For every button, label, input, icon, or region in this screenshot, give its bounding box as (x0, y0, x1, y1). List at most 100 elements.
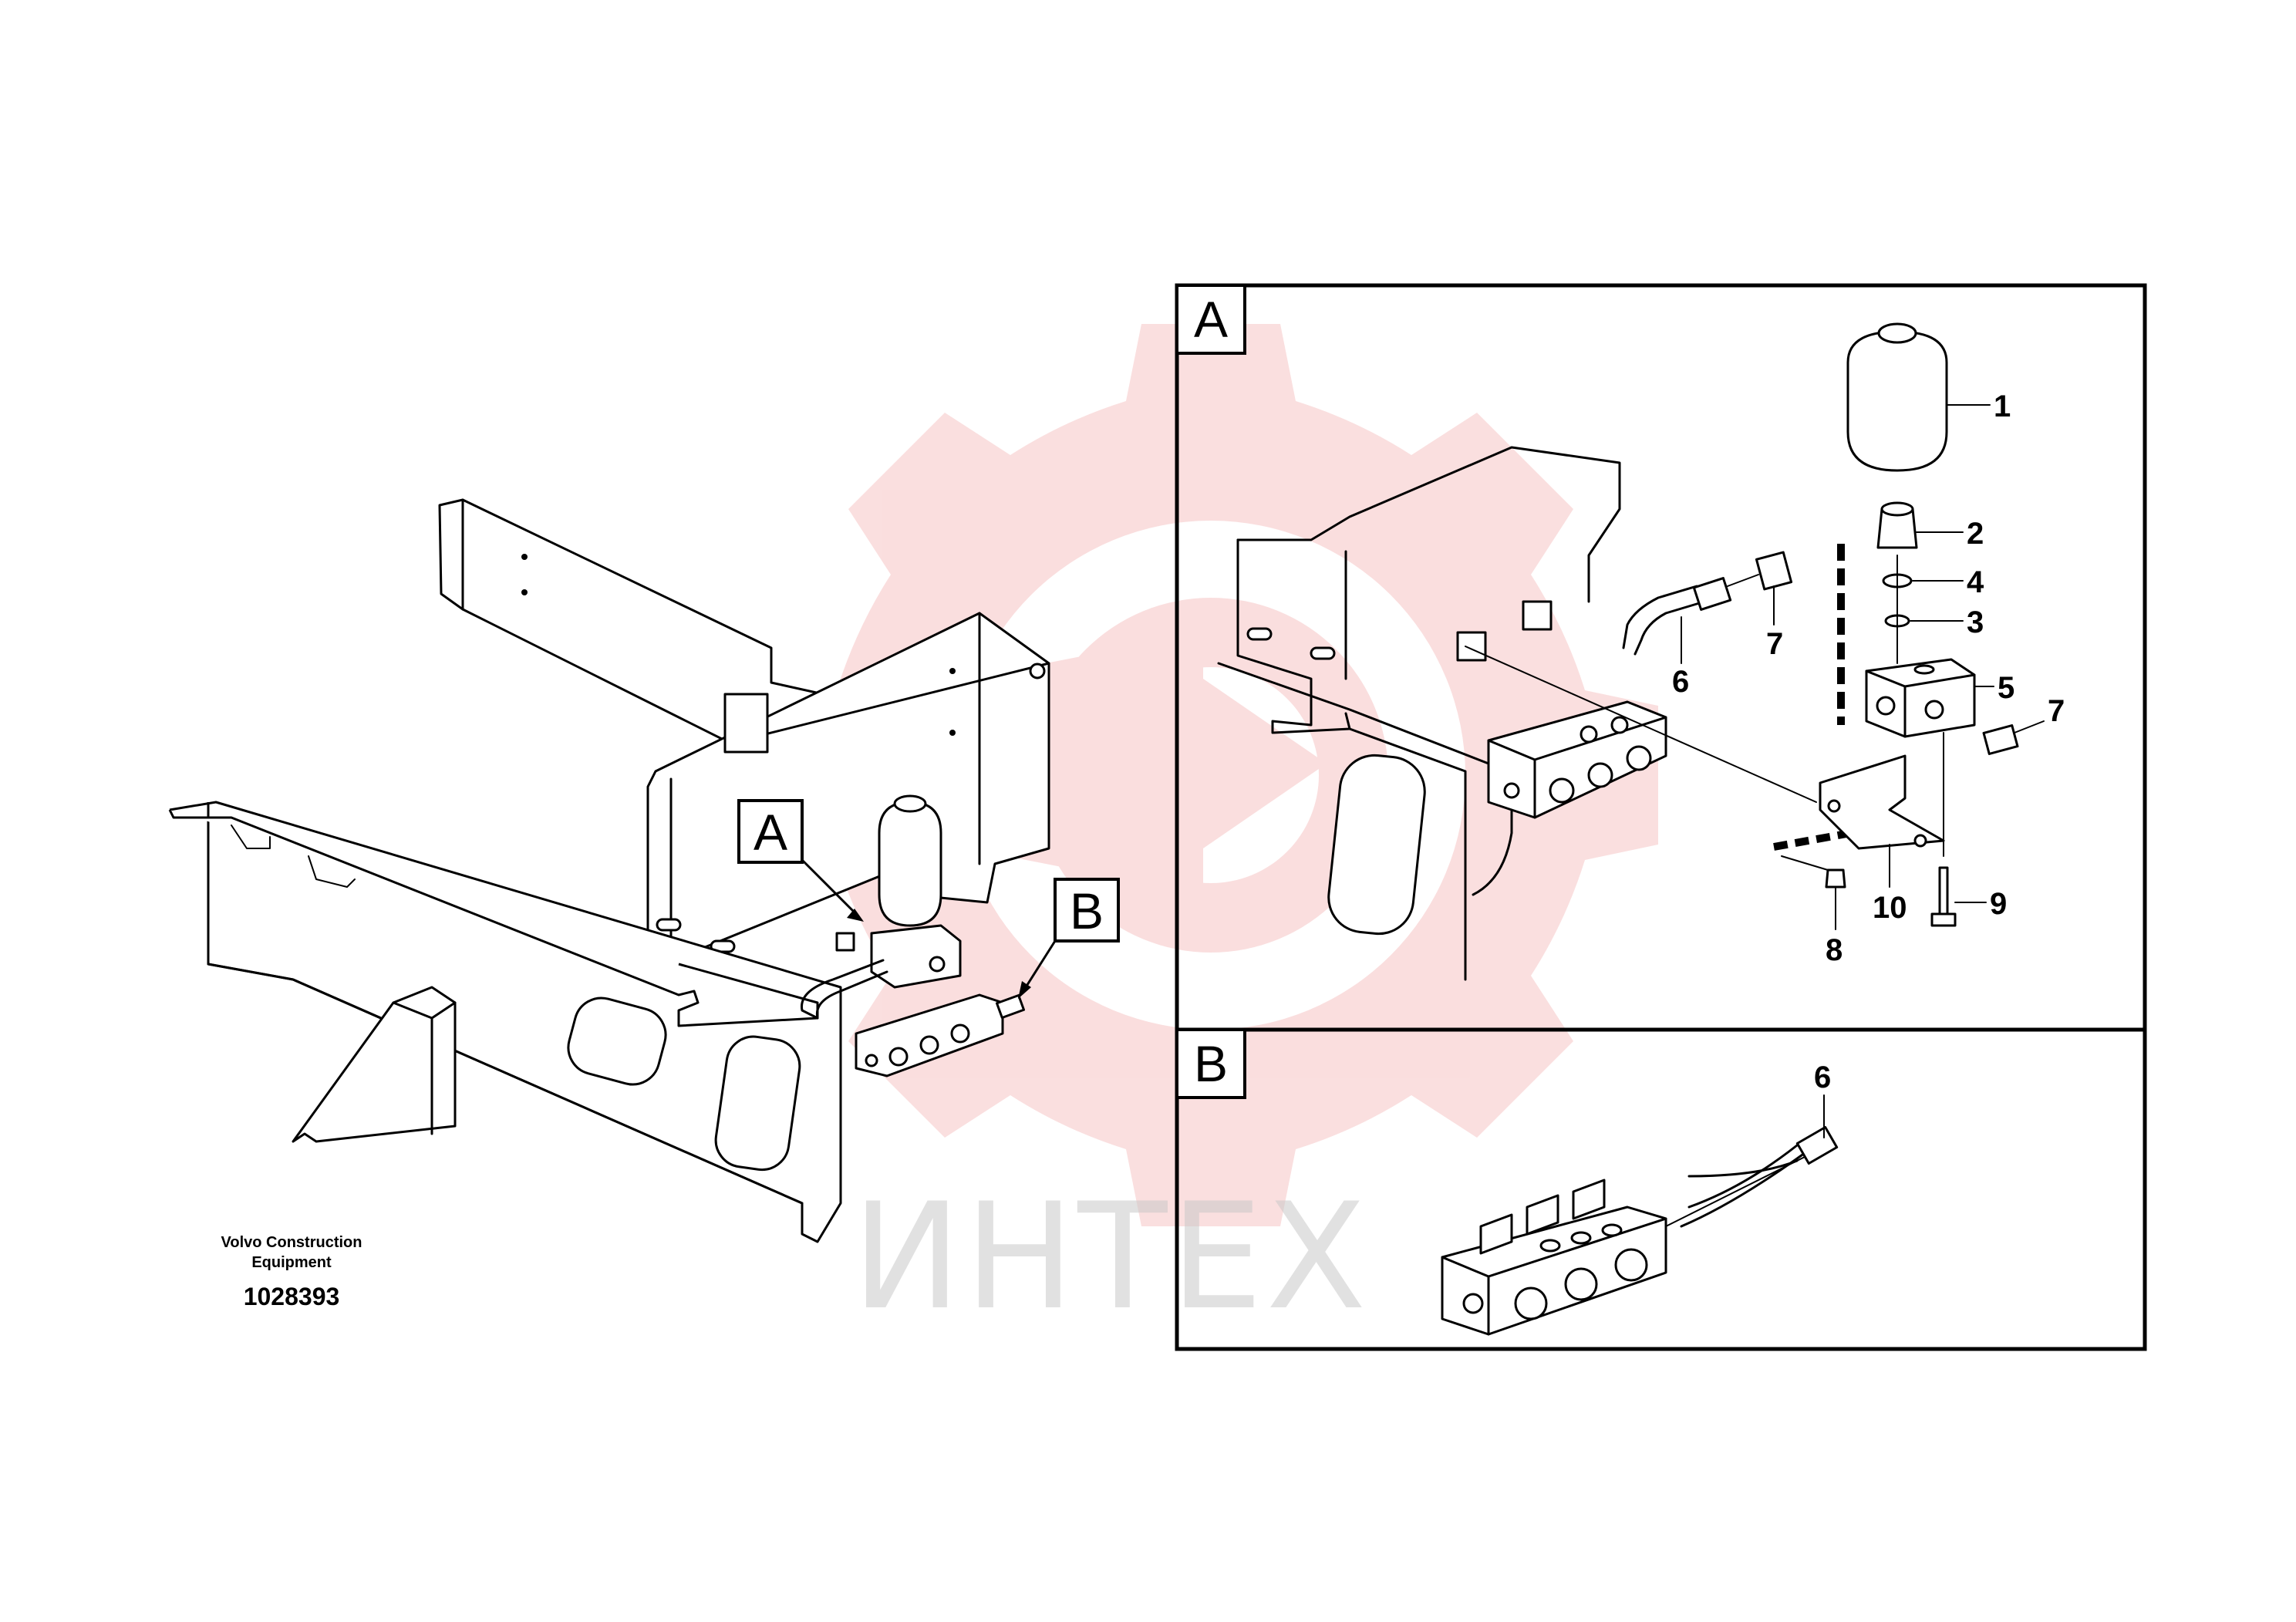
detail-b-manifold (1441, 1206, 1667, 1336)
detail-a-label-box (1175, 284, 1246, 355)
manifold-port (888, 1047, 909, 1067)
accumulator-cap (893, 794, 927, 813)
manifold-port (1564, 1267, 1598, 1301)
manifold-port (1580, 725, 1598, 744)
brand-line-2: Equipment (251, 1254, 332, 1271)
manifold-port (865, 1054, 878, 1067)
detail-b-hose-fitting (1795, 1126, 1839, 1165)
part-number-7: 7 (1766, 627, 1783, 661)
bracket-hole (949, 668, 956, 674)
detail-a-frame-plate (1236, 446, 1621, 603)
callout-b: B (1018, 878, 1120, 999)
watermark-text: ИНТЕХ (851, 1172, 1369, 1342)
bracket-hole (949, 730, 956, 736)
callout-b-box (1054, 878, 1120, 943)
callout-a-label: A (754, 804, 787, 861)
bolt-9 (1938, 866, 1949, 916)
assembly-line (1465, 646, 1817, 803)
detail-b-panel: B 6 (1175, 1027, 2147, 1351)
fitting (995, 993, 1026, 1020)
detail-a-bracket (1819, 754, 1945, 850)
callout-a: A (737, 799, 864, 922)
frame-rail-slot (308, 855, 356, 888)
part-number-9: 9 (1990, 887, 2007, 921)
manifold-port (1503, 782, 1520, 799)
manifold-port (1587, 762, 1613, 788)
part-number-3: 3 (1967, 605, 1984, 639)
slot (656, 918, 682, 932)
manifold-port (1549, 777, 1575, 804)
part-number-10: 10 (1873, 891, 1907, 925)
slot (1246, 627, 1273, 641)
frame-hole (521, 554, 528, 560)
detail-b-frame (1175, 1027, 2147, 1351)
valve-port-top (1913, 664, 1935, 675)
detail-a-wall (1472, 762, 1513, 896)
valve-port (929, 956, 946, 973)
bracket-box (646, 612, 1050, 966)
detail-a-frame-plate (1348, 727, 1467, 981)
detail-a-label: A (1194, 291, 1228, 348)
frame-cutout (714, 1035, 801, 1172)
frame-rail-edge (207, 963, 804, 1205)
dashed-guide (1773, 829, 1852, 851)
detail-b-hose (1687, 1144, 1799, 1209)
manifold-port (1601, 1223, 1623, 1237)
part-number-5: 5 (1998, 671, 2014, 705)
hose (801, 959, 885, 1020)
leader-7b (2014, 720, 2045, 733)
part-number-8: 8 (1826, 933, 1843, 967)
detail-a-accumulator (1846, 330, 1948, 472)
bracket-bolt (1029, 663, 1046, 679)
part-number-1: 1 (1994, 389, 2011, 423)
brand-block: Volvo Construction Equipment 1028393 (221, 1234, 362, 1310)
detail-b-fittings (1526, 1194, 1559, 1236)
manifold-port (1570, 1231, 1592, 1245)
part-number-2: 2 (1967, 517, 1984, 551)
detail-b-fittings (1572, 1179, 1606, 1220)
bracket-hole (1827, 799, 1841, 813)
detail-a-frame-plate (1236, 538, 1351, 734)
frame-cutout (567, 996, 667, 1086)
assembly-line (1727, 574, 1759, 587)
manifold-port (919, 1035, 939, 1055)
detail-a-panel: A (1175, 283, 2147, 1032)
switch-top (1880, 501, 1914, 517)
assembly-line (1781, 855, 1829, 871)
bracket-box-edge (739, 662, 1050, 742)
overview-drawing: A B (168, 498, 1120, 1243)
wedge-block (292, 986, 457, 1143)
small-block (1456, 631, 1487, 662)
frame-hole (521, 589, 528, 595)
manifold-port (1539, 1239, 1561, 1253)
detail-b-hose (1687, 1159, 1799, 1178)
fitting (835, 932, 855, 952)
hose (815, 970, 888, 1020)
hose-fitting (1692, 577, 1732, 611)
part-number-6-b: 6 (1814, 1061, 1831, 1094)
part-number-6: 6 (1672, 665, 1689, 699)
valve-port (1876, 696, 1896, 716)
detail-a-hose (1622, 585, 1698, 649)
part-number-7: 7 (2048, 694, 2065, 728)
detail-b-fittings (1479, 1213, 1513, 1255)
detail-b-label-box (1175, 1028, 1246, 1099)
detail-a-cutout (1327, 754, 1426, 936)
document-number: 1028393 (244, 1283, 340, 1310)
manifold-port (1610, 716, 1629, 734)
manifold-port (1614, 1248, 1648, 1282)
valve-block (870, 924, 962, 989)
detail-a-hose (1633, 600, 1706, 656)
bolt-8 (1825, 868, 1846, 889)
callout-a-leader (801, 858, 858, 916)
frame-rail-slot (231, 824, 271, 849)
brand-line-1: Volvo Construction (221, 1234, 362, 1251)
bracket-hole (1913, 834, 1927, 848)
callout-b-leader (1024, 939, 1057, 989)
valve-port (1924, 700, 1944, 720)
callout-b-arrow (1018, 981, 1031, 999)
callout-a-box (737, 799, 804, 864)
accumulator-cap (1877, 322, 1917, 344)
small-block (1522, 600, 1553, 631)
